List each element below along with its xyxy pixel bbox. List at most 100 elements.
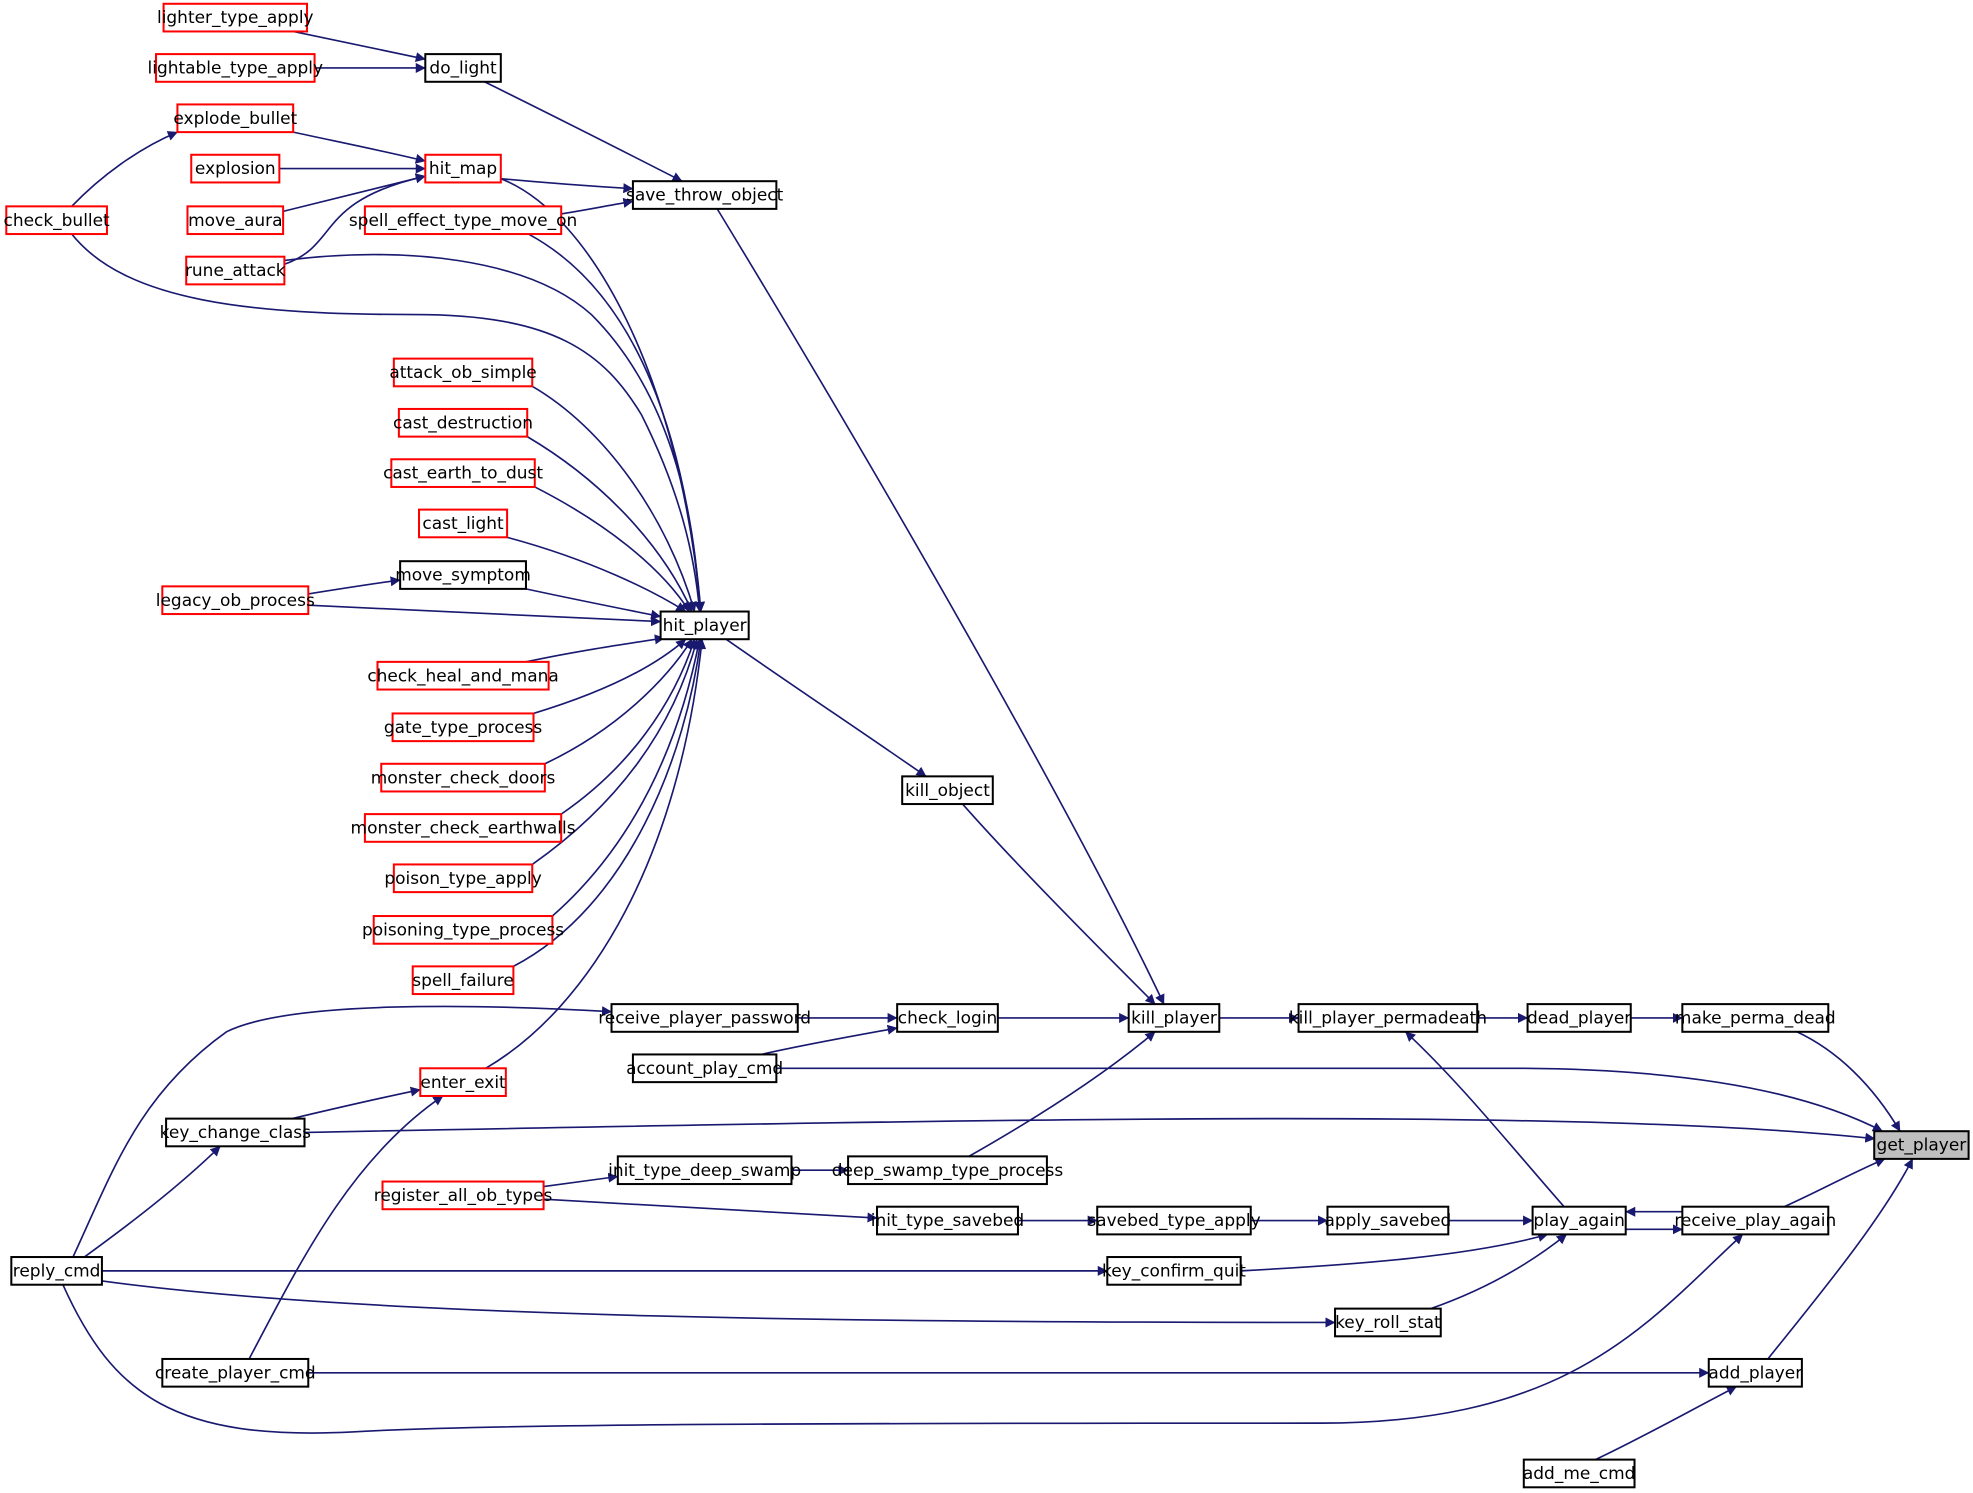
edge-reply-cmd-to-receive-player-password: [72, 1005, 613, 1258]
node-label: spell_failure: [412, 971, 514, 991]
node-explosion[interactable]: explosion: [190, 153, 281, 184]
node-label: check_login: [898, 1009, 998, 1029]
node-label: lightable_type_apply: [148, 59, 324, 79]
node-move-symptom[interactable]: move_symptom: [395, 560, 531, 590]
node-legacy-ob-process[interactable]: legacy_ob_process: [156, 585, 315, 616]
node-account-play-cmd[interactable]: account_play_cmd: [626, 1053, 783, 1084]
node-box: [1531, 1205, 1627, 1236]
edge-account-play-cmd-to-check-login: [761, 1024, 898, 1056]
node-check-login[interactable]: check_login: [896, 1003, 999, 1033]
edge-add-player-to-get-player: [1767, 1158, 1914, 1360]
node-explode-bullet[interactable]: explode_bullet: [173, 103, 298, 134]
node-dead-player[interactable]: dead_player: [1526, 1003, 1632, 1033]
node-box: [10, 1256, 103, 1286]
node-key-confirm-quit[interactable]: key_confirm_quit: [1102, 1256, 1246, 1286]
node-cast-destruction[interactable]: cast_destruction: [393, 407, 533, 438]
node-add-player[interactable]: add_player: [1707, 1357, 1803, 1388]
node-cast-earth-to-dust[interactable]: cast_earth_to_dust: [383, 458, 543, 488]
node-lightable-type-apply[interactable]: lightable_type_apply: [148, 53, 324, 83]
node-rune-attack[interactable]: rune_attack: [185, 255, 286, 286]
node-label: lighter_type_apply: [157, 8, 314, 28]
node-box: [847, 1155, 1048, 1186]
node-check-heal-and-mana[interactable]: check_heal_and_mana: [367, 660, 559, 691]
node-box: [1106, 1256, 1242, 1286]
node-attack-ob-simple[interactable]: attack_ob_simple: [389, 357, 537, 388]
node-key-roll-stat[interactable]: key_roll_stat: [1334, 1307, 1442, 1338]
node-get-player[interactable]: get_player: [1873, 1130, 1970, 1160]
node-key-change-class[interactable]: key_change_class: [160, 1117, 311, 1148]
edge-receive-play-again-to-get-player: [1783, 1158, 1886, 1208]
node-label: hit_player: [663, 616, 747, 636]
node-box: [190, 153, 281, 184]
node-receive-player-password[interactable]: receive_player_password: [598, 1003, 811, 1033]
node-register-all-ob-types[interactable]: register_all_ob_types: [374, 1180, 553, 1211]
node-init-type-deep-swamp[interactable]: init_type_deep_swamp: [608, 1155, 801, 1186]
node-label: savebed_type_apply: [1087, 1211, 1260, 1231]
edge-create-player-cmd-to-enter-exit: [248, 1095, 444, 1360]
edge-save-throw-object-to-kill-player: [716, 208, 1165, 1005]
node-label: hit_map: [429, 159, 497, 179]
node-label: gate_type_process: [384, 718, 543, 738]
node-gate-type-process[interactable]: gate_type_process: [384, 712, 543, 743]
node-make-perma-dead[interactable]: make_perma_dead: [1675, 1003, 1836, 1033]
node-label: key_confirm_quit: [1102, 1262, 1246, 1282]
node-label: register_all_ob_types: [374, 1186, 553, 1206]
node-monster-check-doors[interactable]: monster_check_doors: [371, 762, 556, 793]
node-lighter-type-apply[interactable]: lighter_type_apply: [157, 2, 314, 33]
node-box: [1334, 1307, 1442, 1338]
node-check-bullet[interactable]: check_bullet: [4, 205, 111, 236]
edge-lighter-type-apply-to-do-light: [293, 30, 426, 63]
edge-enter-exit-to-hit-player: [485, 638, 707, 1069]
edge-monster-check-doors-to-hit-player: [544, 638, 693, 765]
node-spell-failure[interactable]: spell_failure: [411, 965, 515, 996]
edge-poison-type-apply-to-hit-player: [531, 638, 700, 866]
node-label: legacy_ob_process: [156, 591, 315, 611]
node-label: move_aura: [188, 211, 282, 231]
node-label: explosion: [195, 159, 276, 179]
node-save-throw-object[interactable]: save_throw_object: [626, 180, 784, 210]
node-enter-exit[interactable]: enter_exit: [419, 1067, 507, 1097]
edge-register-all-ob-types-to-init-type-deep-swamp: [543, 1172, 619, 1188]
node-spell-effect-type-move-on[interactable]: spell_effect_type_move_on: [349, 205, 577, 236]
node-box: [901, 775, 994, 806]
node-label: key_change_class: [160, 1123, 311, 1143]
node-add-me-cmd[interactable]: add_me_cmd: [1522, 1458, 1636, 1489]
node-apply-savebed[interactable]: apply_savebed: [1324, 1205, 1451, 1236]
edge-account-play-cmd-to-get-player: [776, 1067, 1883, 1132]
node-hit-map[interactable]: hit_map: [424, 153, 502, 184]
node-monster-check-earthwalls[interactable]: monster_check_earthwalls: [351, 813, 576, 843]
node-move-aura[interactable]: move_aura: [186, 205, 285, 236]
node-create-player-cmd[interactable]: create_player_cmd: [155, 1357, 316, 1388]
node-kill-object[interactable]: kill_object: [901, 775, 994, 806]
node-deep-swamp-type-process[interactable]: deep_swamp_type_process: [832, 1155, 1064, 1186]
node-receive-play-again[interactable]: receive_play_again: [1674, 1205, 1836, 1236]
node-play-again[interactable]: play_again: [1531, 1205, 1627, 1236]
node-kill-player[interactable]: kill_player: [1127, 1003, 1221, 1033]
node-hit-player[interactable]: hit_player: [659, 610, 750, 641]
node-box: [1707, 1357, 1803, 1388]
node-poison-type-apply[interactable]: poison_type_apply: [384, 863, 542, 894]
node-label: check_heal_and_mana: [367, 666, 558, 686]
node-label: monster_check_earthwalls: [351, 819, 576, 839]
node-label: check_bullet: [4, 211, 111, 231]
node-init-type-savebed[interactable]: init_type_savebed: [871, 1205, 1024, 1236]
node-cast-light[interactable]: cast_light: [418, 508, 509, 539]
node-do-light[interactable]: do_light: [424, 53, 502, 83]
node-savebed-type-apply[interactable]: savebed_type_apply: [1087, 1205, 1261, 1236]
node-poisoning-type-process[interactable]: poisoning_type_process: [362, 915, 564, 945]
node-box: [186, 205, 285, 236]
node-label: move_symptom: [395, 566, 531, 586]
node-label: kill_player: [1131, 1009, 1217, 1029]
node-box: [419, 1067, 507, 1097]
edge-rune-attack-to-hit-map: [284, 173, 426, 266]
node-box: [185, 255, 286, 286]
node-reply-cmd[interactable]: reply_cmd: [10, 1256, 103, 1286]
edge-poisoning-type-process-to-hit-player: [551, 638, 703, 917]
edge-make-perma-dead-to-get-player: [1796, 1031, 1901, 1132]
node-kill-player-permadeath[interactable]: kill_player_permadeath: [1289, 1003, 1487, 1033]
node-box: [659, 610, 750, 641]
edge-spell-failure-to-hit-player: [513, 638, 705, 968]
edge-attack-ob-simple-to-hit-player: [531, 385, 697, 613]
node-label: cast_destruction: [393, 413, 533, 433]
